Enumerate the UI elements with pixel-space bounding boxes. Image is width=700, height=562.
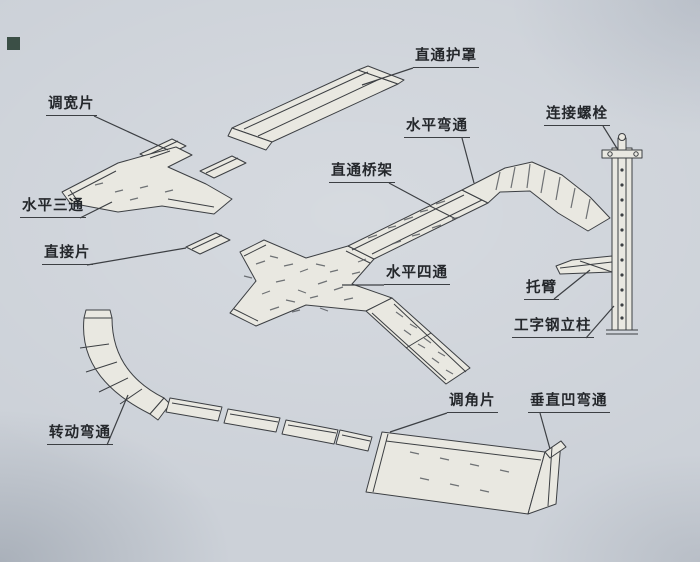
leader-vertical-concave-bend <box>539 412 551 450</box>
label-support-arm: 托臂 <box>524 280 559 301</box>
leader-lines <box>79 67 619 450</box>
label-straight-cover: 直通护罩 <box>413 48 479 69</box>
leader-straight-tray <box>388 182 431 206</box>
leader-connecting-bolt <box>602 125 619 151</box>
label-horizontal-cross: 水平四通 <box>384 265 450 286</box>
part-i-beam-column-drawing <box>606 147 638 335</box>
part-direct-piece-drawing <box>185 232 231 255</box>
leader-horizontal-tee <box>79 201 113 219</box>
label-i-beam-column: 工字钢立柱 <box>512 318 594 339</box>
label-horizontal-bend: 水平弯通 <box>404 118 470 139</box>
part-horizontal-tee-drawing <box>61 146 233 215</box>
leader-straight-cover <box>361 67 414 86</box>
label-horizontal-tee: 水平三通 <box>20 198 86 219</box>
label-straight-tray: 直通桥架 <box>329 163 395 184</box>
leader-i-beam-column <box>585 305 615 339</box>
label-connecting-bolt: 连接螺栓 <box>544 106 610 127</box>
part-southeast-tray-drawing <box>365 297 471 385</box>
label-angle-adjust-piece: 调角片 <box>447 393 498 414</box>
part-connecting-bolt-drawing <box>601 133 643 159</box>
label-direct-piece: 直接片 <box>42 245 93 266</box>
label-rotating-bend: 转动弯通 <box>47 425 113 446</box>
leader-rotating-bend <box>106 394 129 446</box>
photo-artifact-stamp <box>7 37 20 50</box>
part-vertical-concave-bend-drawing <box>365 431 567 515</box>
leader-horizontal-bend <box>461 137 475 184</box>
part-support-arm-drawing <box>555 255 613 275</box>
part-horizontal-bend-drawing <box>461 161 611 232</box>
part-straight-tray-drawing <box>347 189 489 260</box>
label-vertical-concave-bend: 垂直凹弯通 <box>528 393 610 414</box>
part-rotating-bend-drawing <box>79 309 171 421</box>
leader-support-arm <box>553 269 591 300</box>
leader-direct-piece <box>86 247 187 266</box>
part-straight-cover-drawing <box>227 65 405 151</box>
part-angle-piece-chain-drawing <box>165 397 373 452</box>
part-horizontal-cross-drawing <box>229 239 393 327</box>
label-width-adjust-piece: 调宽片 <box>46 96 97 117</box>
leader-width-adjust-piece <box>93 115 169 151</box>
leader-angle-adjust-piece <box>389 412 448 433</box>
